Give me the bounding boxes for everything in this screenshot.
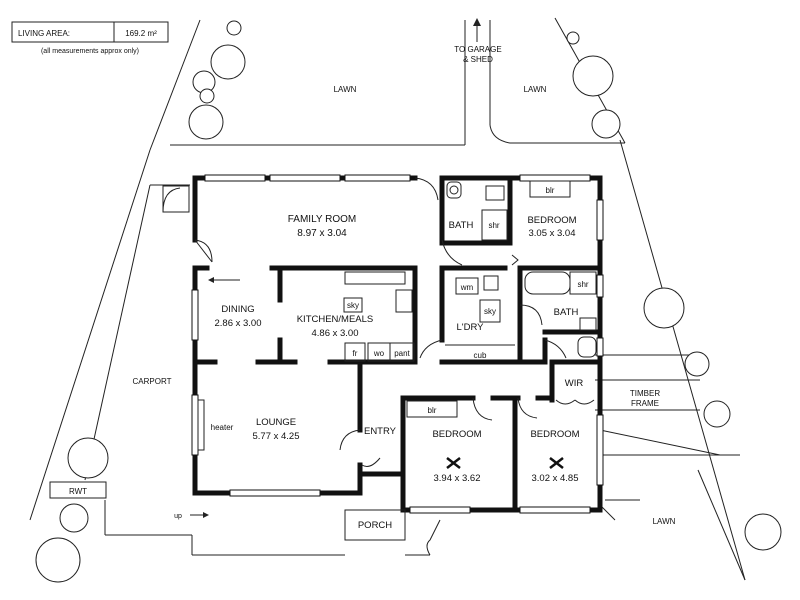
wir-name: WIR [565, 378, 584, 389]
bedroom1-dims: 3.05 x 3.04 [528, 228, 575, 239]
doors [194, 177, 595, 467]
lawn-label-south-east: LAWN [653, 517, 676, 526]
heater-label: heater [211, 423, 234, 432]
timber-frame-label-1: TIMBER [630, 389, 660, 398]
rainwater-tank: RWT [49, 481, 107, 499]
living-area-value: 169.2 m² [125, 29, 157, 38]
trees [35, 20, 782, 583]
kitchen-wo-label: wo [373, 349, 385, 358]
site-boundaries [29, 17, 746, 581]
kitchen-pant-label: pant [394, 349, 410, 358]
bath2-name: BATH [554, 307, 579, 318]
laundry-cub-label: cub [474, 351, 487, 360]
bedroom3-name: BEDROOM [530, 429, 579, 440]
to-garage-label-2: & SHED [463, 55, 493, 64]
to-garage-label-1: TO GARAGE [454, 45, 501, 54]
laundry-name: L'DRY [457, 322, 485, 333]
living-area-box: LIVING AREA: 169.2 m² (all measurements … [11, 21, 169, 55]
kitchen-name: KITCHEN/MEALS [297, 314, 374, 325]
carport-label: CARPORT [133, 377, 172, 386]
bath1-fixtures [446, 181, 508, 241]
dining-name: DINING [221, 304, 254, 315]
bedroom3-dims: 3.02 x 4.85 [531, 473, 578, 484]
bath2-shr-label: shr [577, 280, 588, 289]
lounge-name: LOUNGE [256, 417, 296, 428]
measurement-note: (all measurements approx only) [41, 48, 139, 55]
lounge-dims: 5.77 x 4.25 [252, 431, 299, 442]
bedroom2-blr-label: blr [428, 406, 437, 415]
dining-dims: 2.86 x 3.00 [214, 318, 261, 329]
bedroom1-blr-label: blr [546, 186, 555, 195]
entry-name: ENTRY [364, 426, 397, 437]
kitchen-dims: 4.86 x 3.00 [311, 328, 358, 339]
bedroom2-name: BEDROOM [432, 429, 481, 440]
up-label: up [174, 513, 182, 520]
family-room-dims: 8.97 x 3.04 [297, 228, 347, 239]
kitchen-sky-label: sky [347, 301, 359, 310]
garage-arrow [473, 18, 481, 42]
bath1-shr-label: shr [488, 221, 499, 230]
bedroom2-dims: 3.94 x 3.62 [433, 473, 480, 484]
laundry-wm-label: wm [460, 283, 474, 292]
rwt-label: RWT [69, 487, 87, 496]
laundry-sky-label: sky [484, 307, 496, 316]
porch-name: PORCH [358, 520, 392, 531]
lawn-label-north-west: LAWN [334, 85, 357, 94]
kitchen-fr-label: fr [353, 349, 358, 358]
lawn-label-north-east: LAWN [524, 85, 547, 94]
family-room-name: FAMILY ROOM [288, 214, 357, 225]
ceiling-fan-icon [446, 457, 564, 469]
bedroom1-name: BEDROOM [527, 215, 576, 226]
timber-frame-label-2: FRAME [631, 399, 659, 408]
bath1-name: BATH [449, 220, 474, 231]
living-area-label: LIVING AREA: [18, 29, 70, 38]
